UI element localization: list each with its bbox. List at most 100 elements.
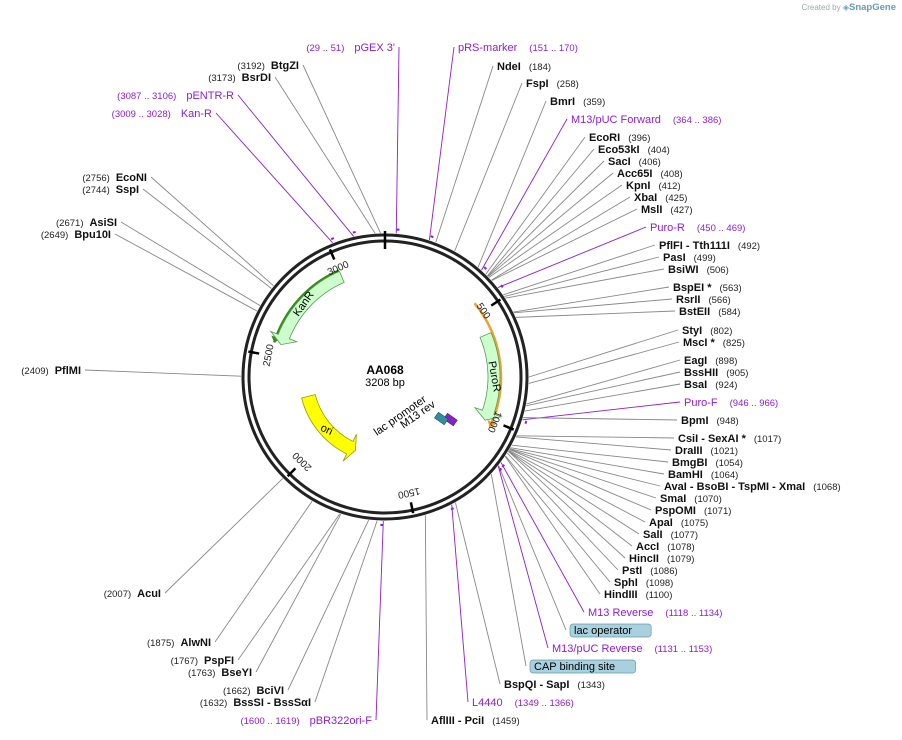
- label-text-bsrdi: (3173)BsrDI: [208, 72, 271, 84]
- label-pbr322ori-f[interactable]: (1600 .. 1619)pBR322ori-F: [240, 715, 372, 727]
- feature-label-ori: ori: [318, 422, 334, 438]
- primer-site-puro-r: [500, 284, 504, 289]
- label-xbai[interactable]: XbaI(425): [634, 192, 687, 204]
- label-bspei[interactable]: BspEI *(563): [673, 282, 742, 294]
- label-bamhi[interactable]: BamHI(1064): [668, 469, 738, 481]
- feature-ori[interactable]: [301, 394, 357, 462]
- label-sali[interactable]: SalI(1077): [643, 529, 698, 541]
- label-text-pbr322ori-f: (1600 .. 1619)pBR322ori-F: [240, 715, 372, 727]
- label-text-btgzi: (3192)BtgZI: [237, 60, 299, 72]
- feature-kanr[interactable]: [269, 270, 345, 346]
- label-hindiii[interactable]: HindIII(1100): [604, 589, 672, 601]
- label-text-ecori: EcoRI(396): [589, 132, 650, 144]
- feature-lac-promoter[interactable]: [434, 411, 449, 426]
- label-m13-reverse[interactable]: M13 Reverse(1118 .. 1134): [588, 607, 722, 619]
- label-smai[interactable]: SmaI(1070): [660, 493, 722, 505]
- label-afliii-pcii[interactable]: AflIII - PciI(1459): [431, 715, 520, 727]
- label-btgzi[interactable]: (3192)BtgZI: [237, 60, 299, 72]
- label-rsrii[interactable]: RsrII(566): [676, 294, 731, 306]
- label-pasi[interactable]: PasI(499): [663, 252, 716, 264]
- label-msli[interactable]: MslI(427): [641, 204, 693, 216]
- label-l4440[interactable]: L4440(1349 .. 1366): [472, 697, 574, 709]
- label-acc65i[interactable]: Acc65I(408): [617, 168, 683, 180]
- label-eco53ki[interactable]: Eco53kI(404): [598, 144, 670, 156]
- label-bmgbi[interactable]: BmgBI(1054): [672, 457, 743, 469]
- label-styi[interactable]: StyI(802): [682, 325, 732, 337]
- label-prs-marker[interactable]: pRS-marker(151 .. 170): [458, 42, 578, 54]
- leader-bseyi: [255, 513, 342, 673]
- label-text-styi: StyI(802): [682, 325, 732, 337]
- label-text-eagi: EagI(898): [684, 355, 737, 367]
- label-saci[interactable]: SacI(406): [608, 156, 661, 168]
- label-bseyi[interactable]: (1763)BseYI: [188, 667, 252, 679]
- label-bcivi[interactable]: (1662)BciVI: [223, 685, 284, 697]
- label-pspfi[interactable]: (1767)PspFI: [171, 655, 234, 667]
- label-cap-binding-site[interactable]: CAP binding site: [529, 659, 636, 674]
- label-bsiwi[interactable]: BsiWI(506): [668, 264, 729, 276]
- label-bsssi-bsss-i[interactable]: (1632)BssSI - BssSαI: [200, 697, 311, 709]
- label-acui[interactable]: (2007)AcuI: [104, 588, 161, 600]
- leader-hindiii: [504, 456, 601, 595]
- label-bsshii[interactable]: BssHII(905): [684, 367, 748, 379]
- label-bspqi-sapi[interactable]: BspQI - SapI(1343): [504, 679, 605, 691]
- label-m13-puc-reverse[interactable]: M13/pUC Reverse(1131 .. 1153): [552, 643, 712, 655]
- label-bsteii[interactable]: BstEII(584): [679, 306, 740, 318]
- label-hincii[interactable]: HincII(1079): [629, 553, 694, 565]
- credit-brand: SnapGene: [849, 2, 896, 13]
- label-pentr-r[interactable]: (3087 .. 3106)pENTR-R: [117, 90, 234, 102]
- label-sspi[interactable]: (2744)SspI: [82, 184, 139, 196]
- label-m13-puc-forward[interactable]: M13/pUC Forward(364 .. 386): [571, 114, 721, 126]
- label-text-acc65i: Acc65I(408): [617, 168, 683, 180]
- label-acci[interactable]: AccI(1078): [636, 541, 695, 553]
- leader-asisi: [120, 221, 261, 306]
- plasmid-name: AA068: [366, 363, 404, 377]
- label-ndei[interactable]: NdeI(184): [497, 61, 551, 73]
- label-eagi[interactable]: EagI(898): [684, 355, 737, 367]
- label-text-bmri: BmrI(359): [550, 96, 605, 108]
- label-fspi[interactable]: FspI(258): [526, 78, 579, 90]
- leader-alwni: [214, 500, 313, 643]
- leader-bspqi-sapi: [455, 502, 501, 685]
- label-puro-f[interactable]: Puro-F(946 .. 966): [684, 397, 778, 409]
- feature-puror[interactable]: [473, 332, 503, 421]
- label-bsrdi[interactable]: (3173)BsrDI: [208, 72, 271, 84]
- label-apai[interactable]: ApaI(1075): [649, 517, 708, 529]
- label-sphi[interactable]: SphI(1098): [614, 577, 673, 589]
- label-text-fspi: FspI(258): [526, 78, 579, 90]
- label-ecori[interactable]: EcoRI(396): [589, 132, 650, 144]
- label-draiii[interactable]: DraIII(1021): [675, 445, 738, 457]
- label-alwni[interactable]: (1875)AlwNI: [147, 637, 211, 649]
- label-text-m13-puc-forward: M13/pUC Forward(364 .. 386): [571, 114, 721, 126]
- label-bpmi[interactable]: BpmI(948): [681, 415, 739, 427]
- label-lac-operator[interactable]: lac operator: [569, 623, 652, 638]
- feature-m13-rev[interactable]: [443, 412, 458, 427]
- label-asisi[interactable]: (2671)AsiSI: [56, 217, 117, 229]
- label-pspomi[interactable]: PspOMI(1071): [655, 505, 731, 517]
- label-bsai[interactable]: BsaI(924): [684, 379, 737, 391]
- label-pflfi-tth111i[interactable]: PflFI - Tth111I(492): [659, 240, 760, 252]
- label-csii-sexai[interactable]: CsiI - SexAI *(1017): [678, 433, 781, 445]
- label-text-bamhi: BamHI(1064): [668, 469, 738, 481]
- leader-styi: [528, 329, 679, 378]
- label-bmri[interactable]: BmrI(359): [550, 96, 605, 108]
- label-text-sspi: (2744)SspI: [82, 184, 139, 196]
- label-msci[interactable]: MscI *(825): [683, 337, 745, 349]
- label-pflmi[interactable]: (2409)PflMI: [21, 365, 81, 377]
- label-puro-r[interactable]: Puro-R(450 .. 469): [650, 222, 745, 234]
- leader-rsrii: [513, 298, 673, 314]
- label-psti[interactable]: PstI(1086): [622, 565, 678, 577]
- label-text-avai-bsobi-tspmi-xmai: AvaI - BsoBI - TspMI - XmaI(1068): [664, 481, 841, 493]
- plasmid-backbone: [241, 231, 529, 521]
- label-bpu10i[interactable]: (2649)Bpu10I: [41, 229, 111, 241]
- label-avai-bsobi-tspmi-xmai[interactable]: AvaI - BsoBI - TspMI - XmaI(1068): [664, 481, 841, 493]
- badge-text-cap-binding-site: CAP binding site: [534, 661, 615, 673]
- label-econi[interactable]: (2756)EcoNI: [82, 172, 147, 184]
- label-pgex-3[interactable]: (29 .. 51)pGEX 3': [306, 42, 395, 54]
- label-text-kpni: KpnI(412): [626, 180, 681, 192]
- leader-pasi: [504, 256, 660, 297]
- label-kan-r[interactable]: (3009 .. 3028)Kan-R: [112, 108, 212, 120]
- Puro-R-arc-head: [487, 419, 497, 428]
- leader-sspi: [142, 188, 272, 289]
- Puro-R-arc: [473, 302, 503, 428]
- label-kpni[interactable]: KpnI(412): [626, 180, 681, 192]
